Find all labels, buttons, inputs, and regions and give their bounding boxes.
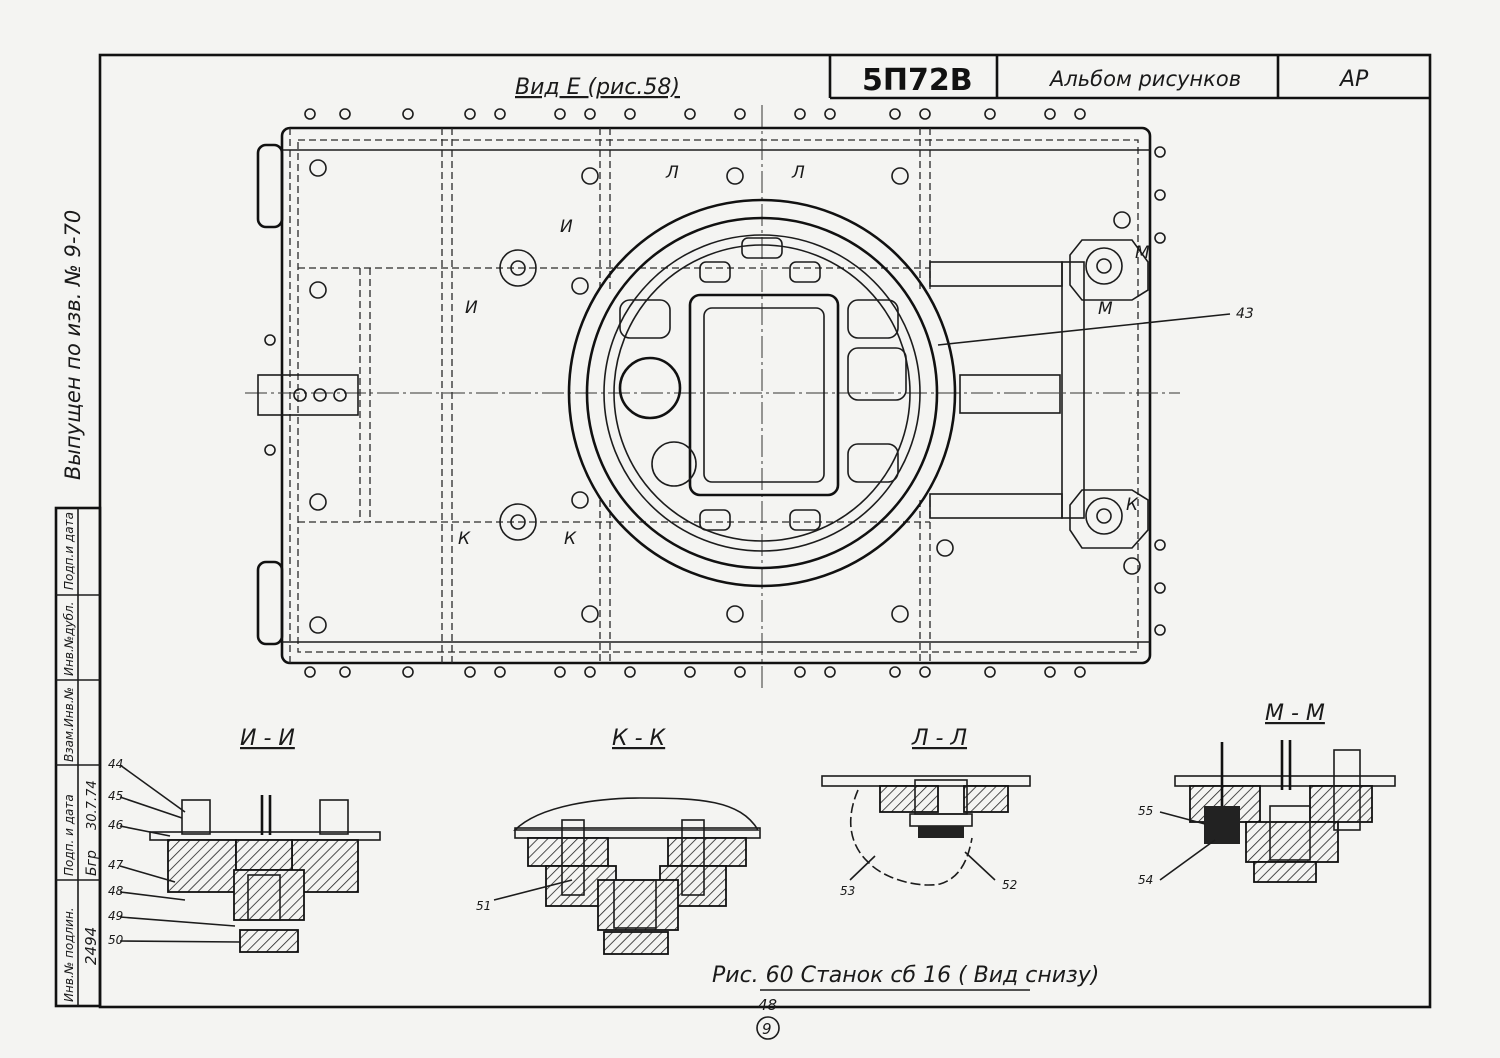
- callout-55: 55: [1138, 804, 1153, 818]
- callout-50: 50: [108, 933, 124, 947]
- sheet-mark: 9: [762, 1020, 772, 1038]
- mark-m-bottom: М: [1098, 299, 1113, 319]
- main-view: 43 И И Л Л М М К К К: [245, 105, 1254, 690]
- section-m-m: М - М 55 54: [1138, 701, 1396, 887]
- callout-52: 52: [1002, 878, 1017, 892]
- stamp-date: 30.7.74: [85, 780, 100, 830]
- section-title-l: Л - Л: [911, 726, 967, 751]
- section-title-m: М - М: [1265, 701, 1325, 726]
- stamp-inventory: 2494: [82, 927, 100, 965]
- section-l-l: Л - Л 53 52: [821, 726, 1031, 898]
- section-k-k: К - К 51: [476, 726, 761, 955]
- stamp-col-5: Подп.и дата: [62, 512, 76, 590]
- callout-51: 51: [476, 899, 491, 913]
- callout-46: 46: [108, 818, 124, 832]
- callout-53: 53: [840, 884, 855, 898]
- figure-caption: Рис. 60 Станок сб 16 ( Вид снизу): [712, 963, 1099, 988]
- sheet-mark-circle: [756, 1016, 780, 1040]
- stamp-col-1: Инв.№ подлин.: [62, 907, 76, 1002]
- stamp-strip: Подп.и дата Инв.№дубл. Взам.Инв.№ Подп. …: [54, 506, 102, 1008]
- section-title-k: К - К: [612, 726, 667, 751]
- callout-49: 49: [108, 909, 123, 923]
- side-note: Выпущен по изв. № 9-70: [61, 210, 85, 480]
- callout-48: 48: [108, 884, 124, 898]
- mark-m-top: М: [1135, 243, 1150, 263]
- mark-k-far: К: [1126, 495, 1139, 515]
- callout-45: 45: [108, 789, 123, 803]
- mark-l-left: Л: [665, 163, 679, 183]
- mark-k-right: К: [564, 529, 577, 549]
- title-block: 5П72В Альбом рисунков АР: [828, 55, 1430, 100]
- callout-44: 44: [108, 757, 123, 771]
- mark-l-right: Л: [791, 163, 805, 183]
- page-number: 48: [758, 996, 777, 1014]
- section-title-i: И - И: [240, 726, 295, 751]
- callout-43: 43: [1236, 306, 1254, 322]
- view-label: Вид Е (рис.58): [515, 75, 680, 100]
- stamp-col-2: Подп. и дата: [62, 794, 76, 876]
- callout-54: 54: [1138, 873, 1153, 887]
- album-title: Альбом рисунков: [1048, 67, 1241, 91]
- format-code: АР: [1338, 67, 1369, 92]
- callout-47: 47: [108, 858, 124, 872]
- mark-i-top: И: [560, 217, 573, 237]
- section-i-i: И - И 44 45 46 47 48 49 50: [108, 726, 381, 953]
- stamp-col-4: Инв.№дубл.: [62, 602, 76, 676]
- drawing-number: 5П72В: [862, 63, 973, 98]
- stamp-signature: Бгр: [84, 850, 100, 876]
- mark-k-left: К: [458, 529, 471, 549]
- mark-i-left: И: [465, 298, 478, 318]
- stamp-col-3: Взам.Инв.№: [62, 687, 76, 762]
